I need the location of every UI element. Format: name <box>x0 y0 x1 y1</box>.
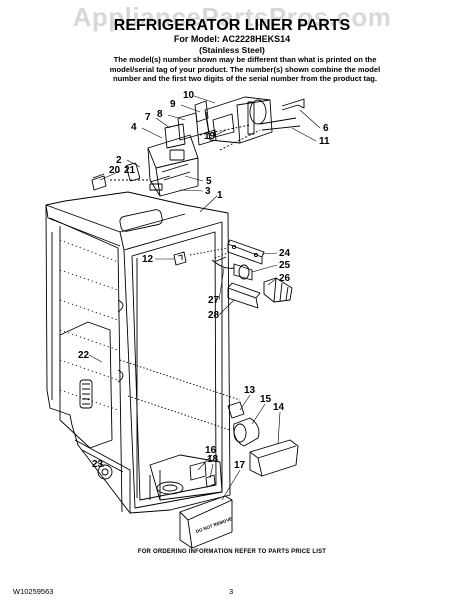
callout-15: 15 <box>260 394 272 405</box>
callout-17: 17 <box>234 460 246 471</box>
callout-27: 27 <box>208 295 220 306</box>
drawer-rail <box>156 481 184 495</box>
liner-outline <box>45 191 231 514</box>
callout-20: 20 <box>109 165 121 176</box>
control-housing <box>147 134 199 197</box>
watermark-logo: AppliancePartsPros.com <box>72 2 392 32</box>
grille-22 <box>79 379 93 409</box>
callout-4: 4 <box>131 122 137 133</box>
variant-line: (Stainless Steel) <box>199 45 265 55</box>
callout-26: 26 <box>279 273 291 284</box>
bracket-24 <box>227 243 263 265</box>
callout-28: 28 <box>208 310 220 321</box>
page-number: 3 <box>229 587 234 596</box>
callout-16: 16 <box>205 445 217 456</box>
callout-9: 9 <box>170 99 176 110</box>
callout-12: 12 <box>142 254 154 265</box>
drain-23 <box>97 464 113 480</box>
bracket-28 <box>227 287 259 309</box>
wire-27 <box>211 256 235 269</box>
top-vent <box>119 209 163 232</box>
callout-21: 21 <box>124 165 136 176</box>
callout-6: 6 <box>323 123 329 134</box>
liner-bottom <box>74 439 131 513</box>
model-note: The model(s) number shown may be differe… <box>109 55 381 83</box>
callout-5: 5 <box>206 176 212 187</box>
liner-top-edge <box>45 204 186 251</box>
evaporator-recess <box>59 321 113 449</box>
document-number: W10259563 <box>13 587 54 596</box>
callout-10: 10 <box>183 90 195 101</box>
callout-25: 25 <box>279 260 291 271</box>
lamp-cover-14 <box>249 439 299 477</box>
callout-11: 11 <box>319 136 330 147</box>
callout-23: 23 <box>92 459 104 470</box>
callout-18: 18 <box>207 454 219 465</box>
callout-24: 24 <box>279 248 291 259</box>
stamp-plate-17 <box>179 495 233 549</box>
callout-19: 19 <box>204 131 216 142</box>
ordering-info: FOR ORDERING INFORMATION REFER TO PARTS … <box>137 549 327 555</box>
callout-13: 13 <box>244 385 256 396</box>
callout-2: 2 <box>116 155 122 166</box>
callout-7: 7 <box>145 112 151 123</box>
callout-1: 1 <box>217 190 223 201</box>
callout-22: 22 <box>78 350 90 361</box>
callout-8: 8 <box>157 109 163 120</box>
front-flange <box>123 221 223 509</box>
model-line: For Model: AC2228HEKS14 <box>173 34 291 44</box>
clip-12 <box>173 251 187 266</box>
callout-14: 14 <box>273 402 285 413</box>
page-title: REFRIGERATOR LINER PARTS <box>113 17 351 34</box>
stamp-text: DO NOT REMOVE <box>195 516 233 534</box>
socket-25 <box>233 263 253 281</box>
callout-3: 3 <box>205 186 211 197</box>
